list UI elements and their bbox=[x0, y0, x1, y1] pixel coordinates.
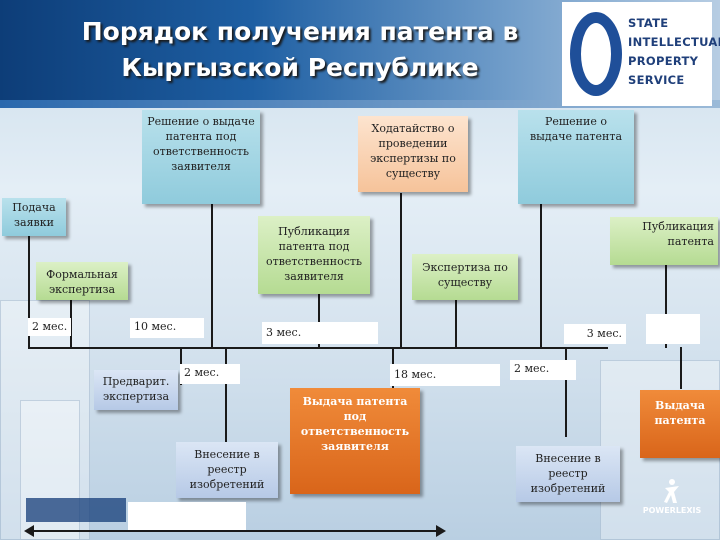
step-publication-liability: Публикация патента под ответственность з… bbox=[258, 216, 370, 294]
duration-label: 2 мес. bbox=[180, 364, 240, 384]
header-stripe bbox=[0, 100, 720, 108]
connector-decision bbox=[540, 204, 542, 348]
step-publication-patent: Публикация патента bbox=[610, 217, 718, 265]
step-issue-liability: Выдача патента под ответственность заяви… bbox=[290, 388, 420, 494]
figure-icon bbox=[664, 479, 679, 503]
logo-text: STATE INTELLECTUAL PROPERTY SERVICE bbox=[628, 16, 720, 87]
connector-publication-liability bbox=[318, 294, 320, 348]
duration-label: 2 мес. bbox=[510, 360, 576, 380]
step-filing: Подача заявки bbox=[2, 198, 66, 236]
connector-exam bbox=[455, 300, 457, 348]
arrow-left-icon bbox=[24, 525, 34, 537]
duration-label: 10 мес. bbox=[130, 318, 204, 338]
step-decision-patent: Решение о выдаче патента bbox=[518, 110, 634, 204]
connector-issue bbox=[680, 347, 682, 389]
brand-name: POWERLEXIS bbox=[642, 506, 702, 515]
duration-label: 3 мес. bbox=[262, 322, 378, 344]
page-title: Порядок получения патента в Кыргызской Р… bbox=[81, 17, 519, 82]
powerlexis-logo: POWERLEXIS bbox=[632, 478, 712, 532]
step-petition-exam: Ходатайство о проведении экспертизы по с… bbox=[358, 116, 468, 192]
duration-label: 3 мес. bbox=[564, 324, 626, 344]
connector-decision-liability bbox=[211, 204, 213, 348]
blank-label bbox=[26, 498, 126, 522]
blank-label bbox=[646, 314, 700, 344]
step-substantive-exam: Экспертиза по существу bbox=[412, 254, 518, 300]
connector-registry-2 bbox=[565, 347, 567, 437]
duration-label: 18 мес. bbox=[390, 364, 500, 386]
logo-ring-icon bbox=[570, 12, 622, 96]
duration-label: 2 мес. bbox=[28, 318, 72, 336]
arrow-right-icon bbox=[436, 525, 446, 537]
step-registry-1: Внесение в реестр изобретений bbox=[176, 442, 278, 498]
connector-registry-1 bbox=[225, 347, 227, 447]
connector-publication bbox=[665, 265, 667, 348]
connector-filing bbox=[28, 236, 30, 348]
state-ip-service-logo: STATE INTELLECTUAL PROPERTY SERVICE bbox=[562, 2, 720, 106]
connector-petition bbox=[400, 193, 402, 348]
timeline-axis bbox=[28, 347, 608, 349]
step-decision-liability: Решение о выдаче патента под ответственн… bbox=[142, 110, 260, 204]
step-registry-2: Внесение в реестр изобретений bbox=[516, 446, 620, 502]
step-issue-patent: Выдача патента bbox=[640, 390, 720, 458]
blank-label bbox=[128, 502, 246, 532]
bottom-arrow-line bbox=[28, 530, 438, 532]
step-formal-exam: Формальная экспертиза bbox=[36, 262, 128, 300]
step-prelim-exam: Предварит. экспертиза bbox=[94, 370, 178, 410]
